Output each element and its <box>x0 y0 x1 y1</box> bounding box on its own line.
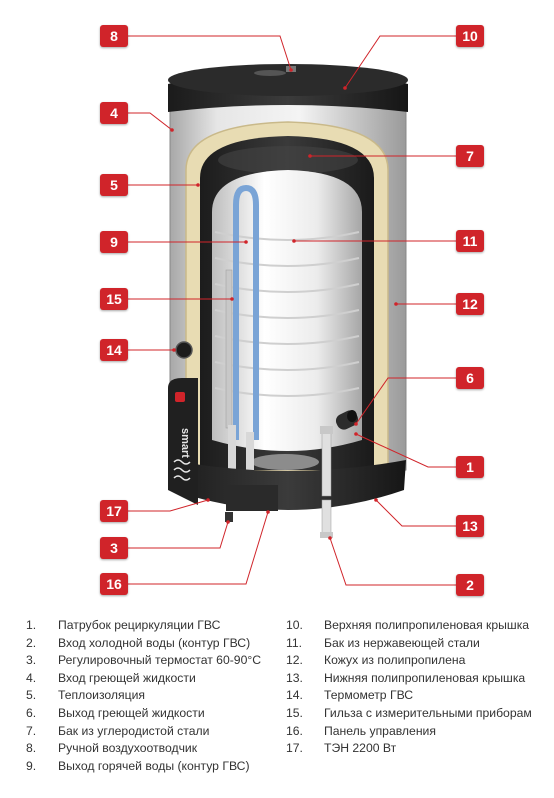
recirculation-pipe <box>320 426 333 497</box>
leader-line-1 <box>355 433 456 468</box>
legend-text: Патрубок рециркуляции ГВС <box>58 618 221 632</box>
legend-text: Теплоизоляция <box>58 688 146 703</box>
legend-text: Термометр ГВС <box>324 688 414 703</box>
badge-13: 13 <box>456 515 484 537</box>
legend-text: Верхняя полипропиленовая крышка <box>324 618 530 632</box>
legend-number: 9. <box>26 758 37 773</box>
leader-dots <box>170 68 398 540</box>
legend-number: 4. <box>26 670 37 685</box>
badge-17: 17 <box>100 500 128 522</box>
leader-line-16 <box>128 511 269 585</box>
leader-line-8 <box>128 35 292 71</box>
legend-number: 7. <box>26 723 37 738</box>
badge-14: 14 <box>100 339 128 361</box>
legend-text: ТЭН 2200 Вт <box>324 741 397 756</box>
legend-text: Выход горячей воды (контур ГВС) <box>58 758 250 773</box>
legend-number: 13. <box>286 670 303 685</box>
legend-text: Гильза с измерительными приборам <box>324 705 532 720</box>
legend-number: 12. <box>286 653 303 668</box>
control-panel: smart <box>168 378 198 505</box>
badge-11: 11 <box>456 230 484 252</box>
top-cover <box>168 64 408 112</box>
legend-text: Бак из нержавеющей стали <box>324 635 480 650</box>
legend-number: 6. <box>26 705 37 720</box>
legend-number: 17. <box>286 741 303 756</box>
badge-7: 7 <box>456 145 484 167</box>
badge-1: 1 <box>456 456 484 478</box>
leader-line-4 <box>128 112 173 131</box>
thermostat <box>225 512 233 522</box>
legend-text: Панель управления <box>324 723 436 738</box>
legend-number: 14. <box>286 688 303 703</box>
leader-line-6 <box>355 377 456 425</box>
badge-8: 8 <box>100 25 128 47</box>
leader-line-3 <box>128 521 229 549</box>
legend-text: Вход холодной воды (контур ГВС) <box>58 635 251 650</box>
leader-line-10 <box>344 35 456 89</box>
hot-water-pipe <box>233 185 259 440</box>
leader-line-2 <box>329 537 456 586</box>
cold-water-inlet <box>320 499 333 538</box>
badge-3: 3 <box>100 537 128 559</box>
leader-line-13 <box>375 499 456 527</box>
legend-text: Ручной воздухоотводчик <box>58 741 198 756</box>
bottom-cover <box>170 460 406 511</box>
water-heater-diagram: smart <box>128 35 456 586</box>
badge-5: 5 <box>100 174 128 196</box>
badge-4: 4 <box>100 102 128 124</box>
badge-12: 12 <box>456 293 484 315</box>
thermometer <box>175 341 193 359</box>
legend-number: 8. <box>26 741 37 756</box>
legend-text: Регулировочный термостат 60-90°С <box>58 653 262 668</box>
badge-9: 9 <box>100 231 128 253</box>
legend-number: 3. <box>26 653 37 668</box>
badge-16: 16 <box>100 573 128 595</box>
leader-line-17 <box>128 499 209 512</box>
legend-number: 2. <box>26 635 37 650</box>
brand-logo: smart <box>179 428 191 458</box>
legend-number: 1. <box>26 618 37 632</box>
legend-text: Нижняя полипропиленовая крышка <box>324 670 526 685</box>
badge-10: 10 <box>456 25 484 47</box>
flame-icon <box>175 392 185 402</box>
legend-text: Вход греющей жидкости <box>58 670 196 685</box>
sensor-sleeve <box>225 269 233 429</box>
legend-text: Бак из углеродистой стали <box>58 723 210 738</box>
badge-15: 15 <box>100 288 128 310</box>
legend-number: 10. <box>286 618 303 632</box>
heating-element <box>228 425 319 470</box>
legend-number: 16. <box>286 723 303 738</box>
legend-text: Выход греющей жидкости <box>58 705 205 720</box>
legend-number: 15. <box>286 705 303 720</box>
legend: 1. Патрубок рециркуляции ГВС 2. Вход холод… <box>0 618 554 788</box>
leader-lines <box>128 35 456 586</box>
legend-number: 5. <box>26 688 37 703</box>
legend-text: Кожух из полипропилена <box>324 653 466 668</box>
badge-2: 2 <box>456 574 484 596</box>
heating-fluid-outlet <box>335 410 359 430</box>
legend-number: 11. <box>286 635 303 650</box>
badge-6: 6 <box>456 367 484 389</box>
